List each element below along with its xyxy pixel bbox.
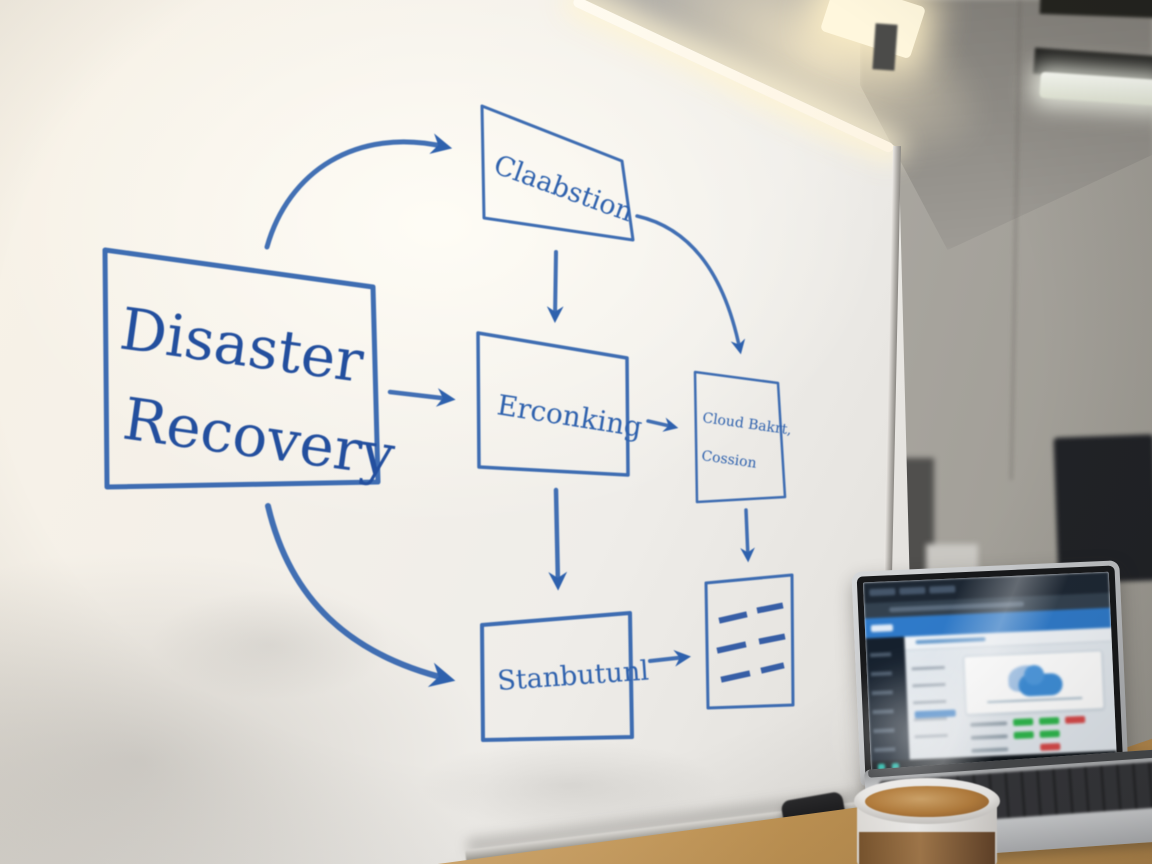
arrow-top-to-middle <box>546 250 564 324</box>
arrow-middle-to-right <box>646 417 679 432</box>
arrow-top-to-right <box>635 214 746 355</box>
flow-box-bottom <box>480 611 634 742</box>
arrow-title-to-top <box>264 133 453 250</box>
flow-box-right <box>693 370 787 504</box>
list-box-dashes <box>716 602 786 683</box>
title-box-line2: Recovery <box>119 385 399 490</box>
bottom-box-label: Stanbutunl <box>496 655 650 697</box>
arrow-middle-to-bottom <box>548 487 568 591</box>
arrow-title-to-bottom <box>265 503 456 688</box>
board-smudge <box>420 740 720 830</box>
flow-box-top <box>480 104 635 242</box>
title-box-line1: Disaster <box>116 295 368 396</box>
right-box-line2: Cossion <box>700 448 757 472</box>
arrow-title-to-middle <box>387 388 456 407</box>
flow-box-middle <box>476 331 630 477</box>
coffee-surface <box>865 786 989 817</box>
top-box-label: Claabstion <box>490 149 638 228</box>
coffee-cup <box>854 778 1000 864</box>
flow-box-title <box>102 247 381 490</box>
middle-box-label: Erconking <box>495 388 645 443</box>
arrow-bottom-to-list <box>648 649 692 667</box>
arrow-right-to-list <box>740 508 755 563</box>
cup-sleeve <box>859 832 995 864</box>
flow-box-list <box>704 573 795 710</box>
board-smudge <box>150 590 390 700</box>
